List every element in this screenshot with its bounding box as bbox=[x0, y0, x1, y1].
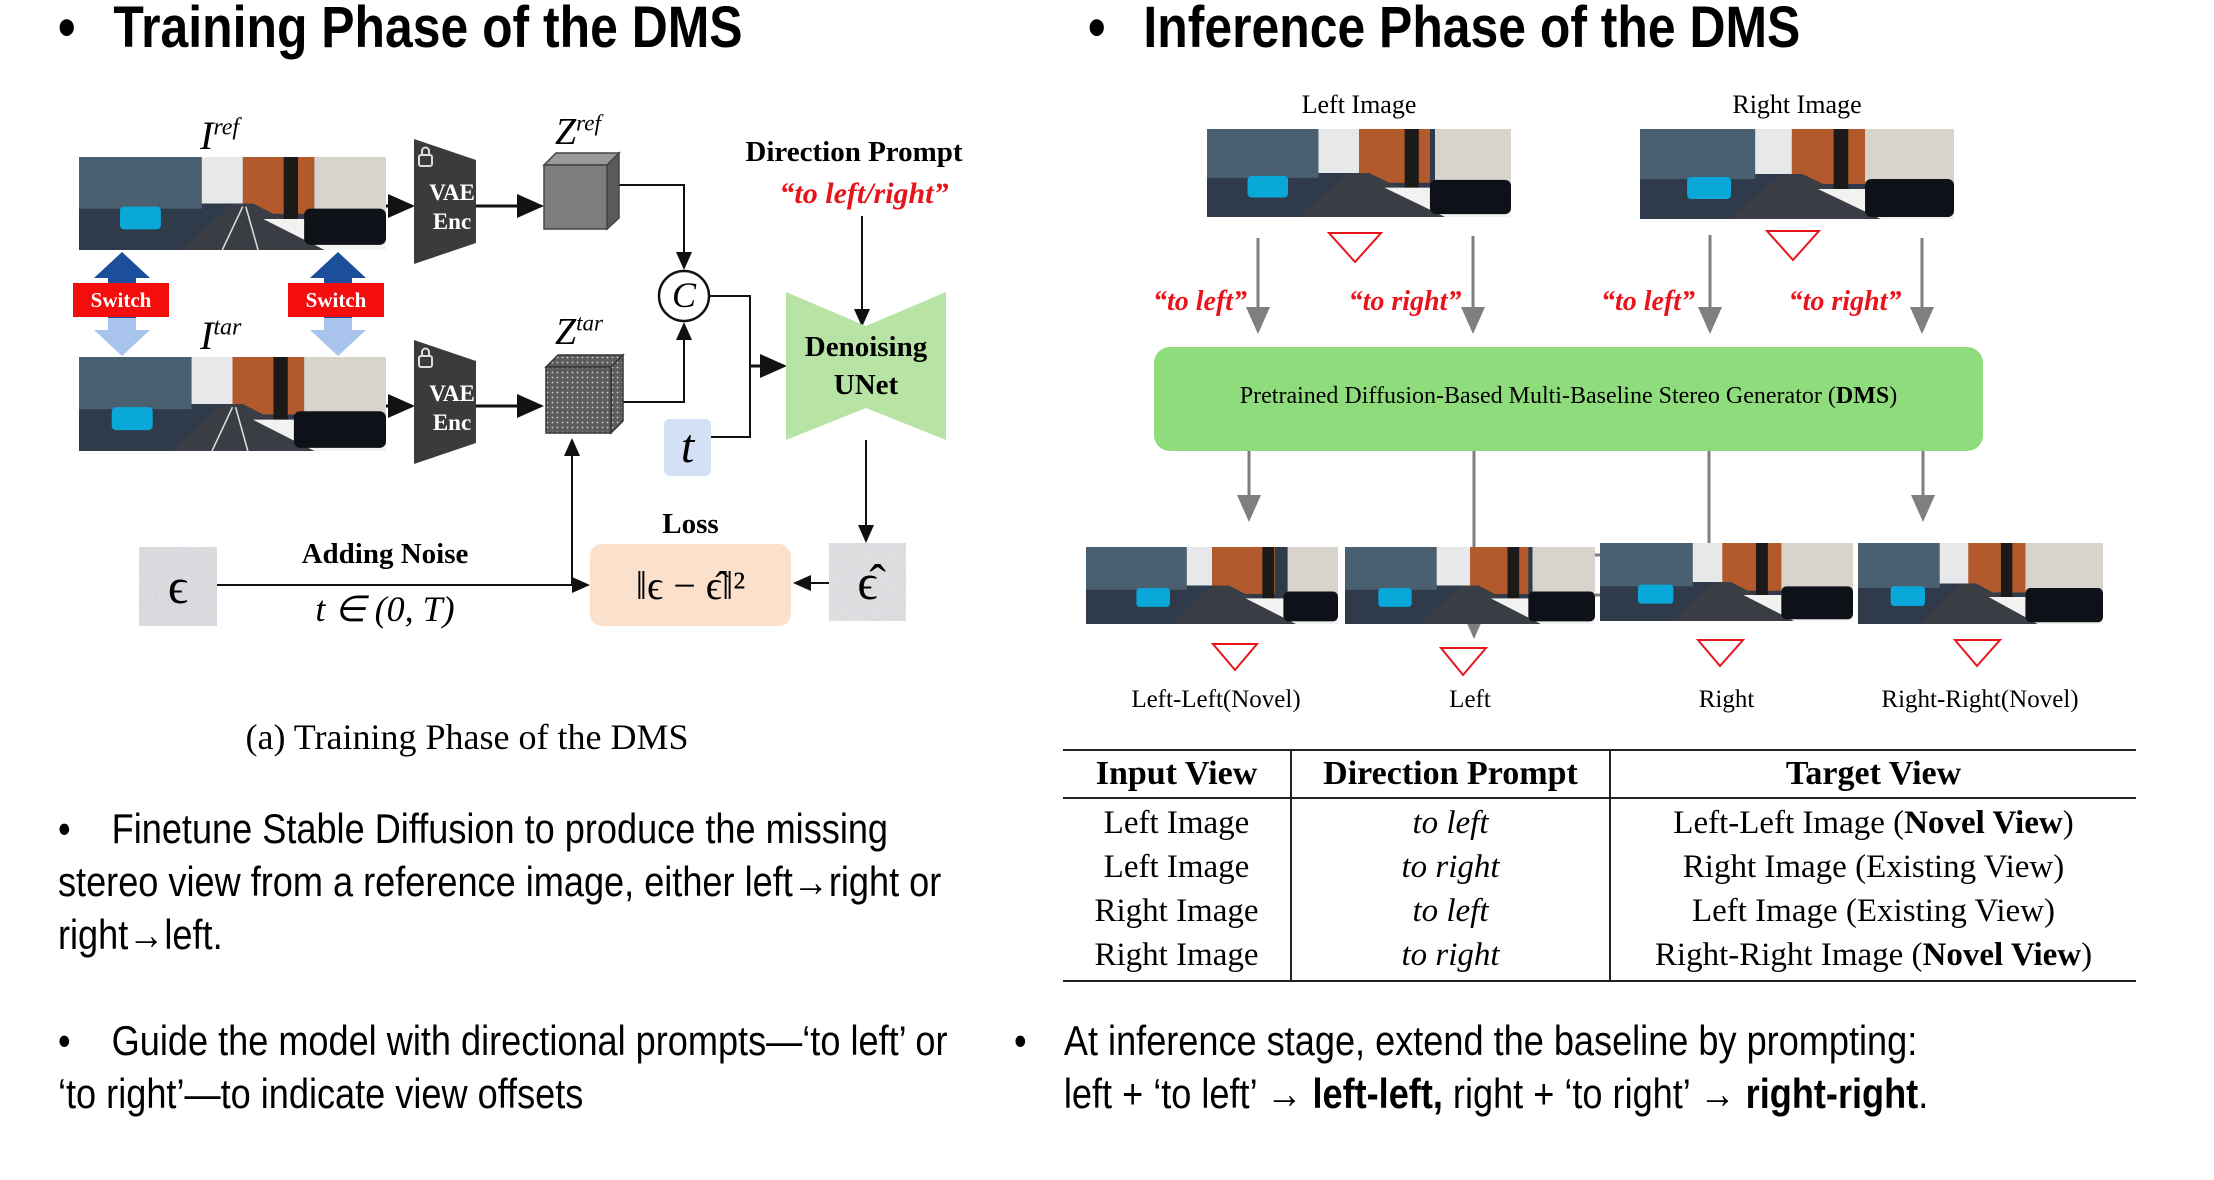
prompt-label-3: “to left” bbox=[1600, 286, 1696, 317]
output-label-right-right: Right-Right(Novel) bbox=[1881, 686, 2079, 713]
direction-prompt-title: Direction Prompt bbox=[745, 136, 963, 168]
camera-icon bbox=[1764, 230, 1822, 262]
inference-bullet: • At inference stage, extend the baselin… bbox=[1014, 1014, 2214, 1120]
latent-cube-tar bbox=[544, 353, 625, 435]
lock-icon bbox=[418, 146, 433, 167]
noise-symbol: ϵ bbox=[167, 558, 189, 614]
predicted-noise-symbol: ϵ̂ bbox=[857, 554, 878, 610]
target-image bbox=[79, 357, 386, 451]
camera-icon bbox=[1326, 232, 1384, 264]
vae-encoder-ref bbox=[414, 139, 476, 264]
reference-image bbox=[79, 157, 386, 250]
left-image-label: Left Image bbox=[1301, 90, 1417, 119]
output-label-left-left: Left-Left(Novel) bbox=[1131, 686, 1301, 713]
ref-image-label: Iref bbox=[200, 113, 240, 158]
timestep-symbol: t bbox=[680, 420, 695, 473]
right-input-image bbox=[1640, 129, 1954, 219]
inference-diagram-connectors bbox=[1154, 230, 2003, 677]
training-bullet-2: • Guide the model with directional promp… bbox=[58, 1017, 948, 1117]
timestep-range: t ∈ (0, T) bbox=[315, 589, 455, 629]
table-header-row: Input View Direction Prompt Target View bbox=[1063, 751, 2136, 799]
vae-encoder-tar-label: VAE Enc bbox=[429, 381, 475, 435]
lock-icon bbox=[418, 347, 433, 368]
loss-label: Loss bbox=[662, 508, 719, 540]
camera-icon bbox=[1952, 639, 2003, 668]
bullet-marker: • bbox=[1014, 1017, 1027, 1064]
dms-generator-label: Pretrained Diffusion-Based Multi-Baselin… bbox=[1239, 383, 1898, 409]
title-bullet: • bbox=[58, 0, 76, 60]
direction-prompt-value: “to left/right” bbox=[779, 177, 949, 210]
concat-node bbox=[657, 269, 711, 323]
bullet-marker: • bbox=[58, 805, 71, 852]
line-concat bbox=[709, 295, 751, 366]
table-row: Left Image to right Right Image (Existin… bbox=[1063, 845, 2136, 889]
concat-symbol: C bbox=[671, 275, 696, 315]
output-label-left: Left bbox=[1449, 686, 1491, 713]
prompt-label-2: “to right” bbox=[1348, 286, 1462, 317]
output-image-right bbox=[1600, 543, 1853, 621]
training-title-text: Training Phase of the DMS bbox=[113, 0, 743, 60]
z-tar-label: Ztar bbox=[555, 310, 603, 353]
table-header: Target View bbox=[1785, 755, 1962, 792]
training-caption: (a) Training Phase of the DMS bbox=[245, 717, 689, 757]
prompt-label-1: “to left” bbox=[1152, 286, 1248, 317]
loss-box bbox=[590, 544, 791, 626]
training-bullet-1: • Finetune Stable Diffusion to produce t… bbox=[58, 805, 942, 958]
vae-encoder-tar bbox=[414, 340, 476, 464]
bullet-marker: • bbox=[58, 1017, 71, 1064]
adding-noise-label: Adding Noise bbox=[301, 538, 469, 570]
output-label-right: Right bbox=[1698, 686, 1755, 713]
denoising-unet-label: Denoising UNet bbox=[804, 331, 928, 401]
switch-label-left: Switch bbox=[73, 283, 169, 317]
loss-formula: ‖ϵ − ϵ̂‖² bbox=[635, 563, 746, 608]
prompt-label-4: “to right” bbox=[1788, 286, 1902, 317]
line-timestep bbox=[711, 366, 751, 438]
latent-cube-ref bbox=[542, 151, 621, 231]
timestep-box bbox=[664, 419, 711, 476]
title-bullet: • bbox=[1088, 0, 1106, 60]
camera-icon bbox=[1695, 639, 1746, 668]
z-ref-label: Zref bbox=[555, 110, 601, 153]
output-image-left bbox=[1345, 547, 1595, 624]
camera-icon bbox=[1438, 647, 1489, 677]
denoising-unet-shape bbox=[786, 292, 946, 440]
table-header: Input View bbox=[1063, 751, 1292, 797]
table-row: Right Image to left Left Image (Existing… bbox=[1063, 889, 2136, 933]
table-row: Right Image to right Right-Right Image (… bbox=[1063, 933, 2136, 980]
right-image-label: Right Image bbox=[1732, 90, 1862, 119]
left-input-image bbox=[1207, 129, 1511, 217]
inference-title: • Inference Phase of the DMS bbox=[1088, 0, 1800, 61]
noise-image bbox=[139, 547, 217, 626]
dms-generator-box bbox=[1154, 347, 1983, 451]
table-header: Direction Prompt bbox=[1292, 751, 1611, 797]
predicted-noise-image bbox=[829, 543, 906, 621]
output-image-right-right bbox=[1858, 543, 2103, 624]
arrow-ztar-to-concat bbox=[623, 322, 692, 403]
table-row: Left Image to left Left-Left Image (Nove… bbox=[1063, 799, 2136, 845]
switch-label-right: Switch bbox=[288, 283, 384, 317]
inference-title-text: Inference Phase of the DMS bbox=[1143, 0, 1801, 60]
training-title: • Training Phase of the DMS bbox=[58, 0, 743, 61]
camera-icon bbox=[1210, 643, 1260, 672]
output-image-left-left bbox=[1086, 547, 1338, 624]
arrow-zref-to-concat bbox=[619, 184, 692, 270]
vae-encoder-ref-label: VAE Enc bbox=[429, 180, 475, 234]
direction-table: Input View Direction Prompt Target View … bbox=[1063, 749, 2136, 982]
tar-image-label: Itar bbox=[200, 313, 242, 358]
